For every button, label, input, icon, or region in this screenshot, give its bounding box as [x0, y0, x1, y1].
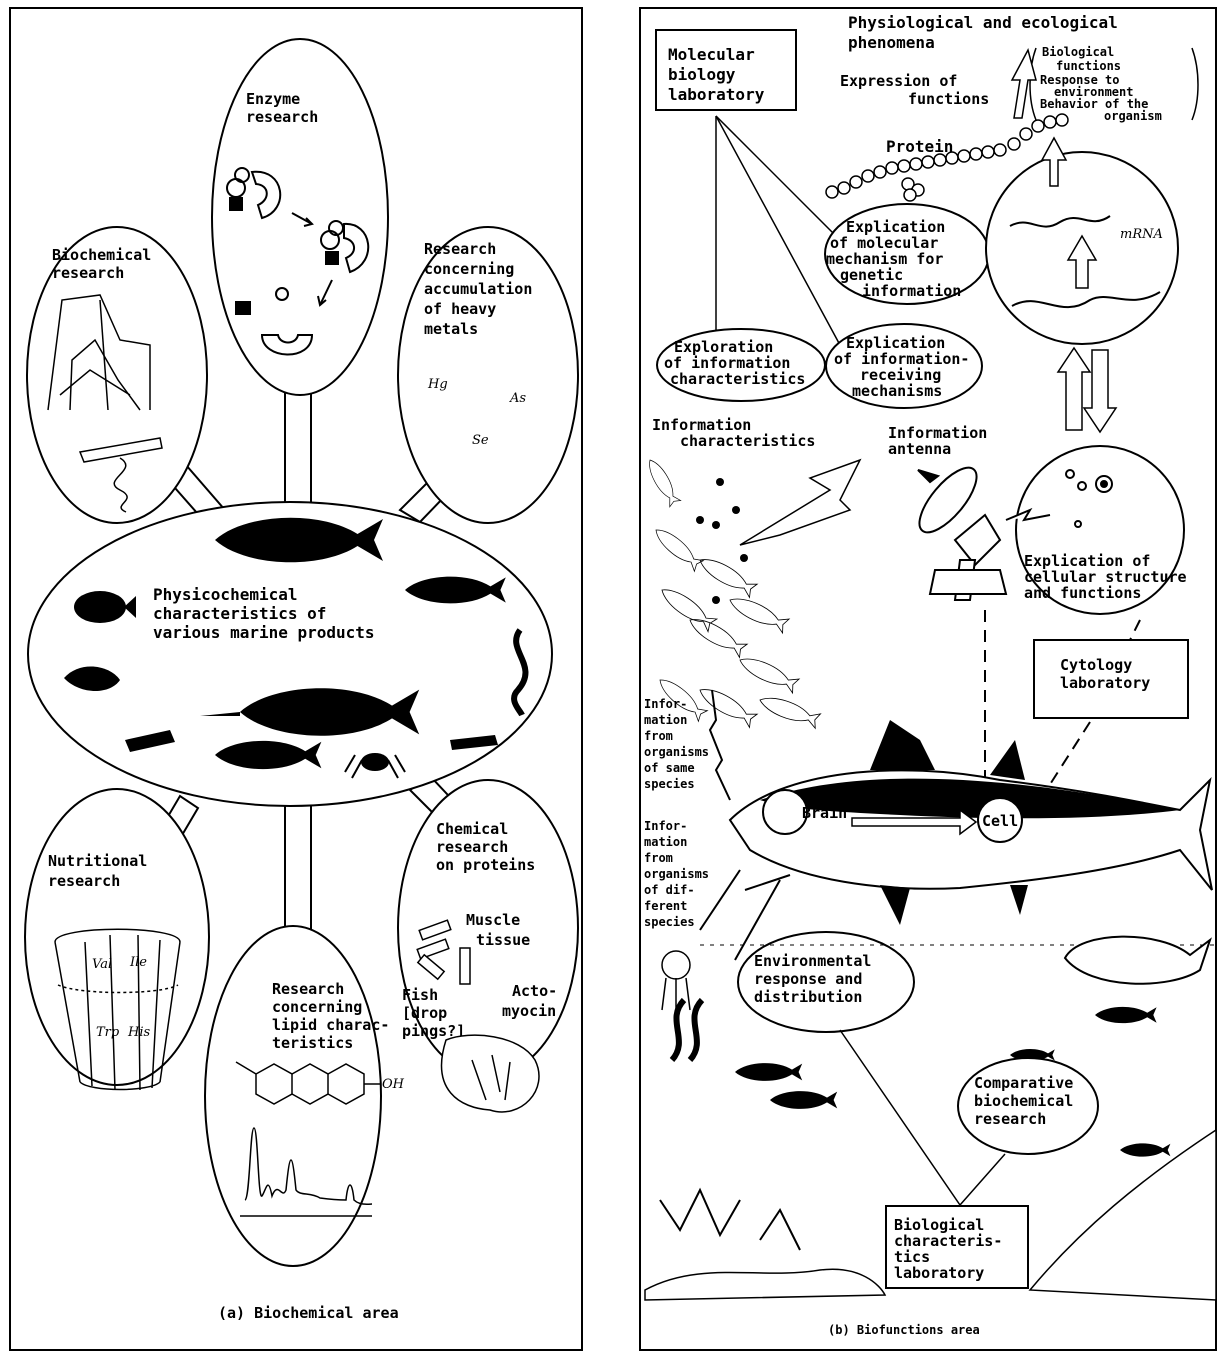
cell-label: Cell	[982, 812, 1018, 830]
antenna-label: Information antenna	[888, 424, 996, 458]
panel-a-caption: (a) Biochemical area	[218, 1304, 399, 1322]
info-particles	[696, 478, 748, 604]
brain-label: Brain	[802, 804, 847, 822]
brain-circle	[763, 790, 807, 834]
aa-val: Val	[92, 957, 112, 972]
info-characteristics-label: Information characteristics	[652, 416, 815, 450]
panel-b-caption: (b) Biofunctions area	[828, 1323, 980, 1337]
environmental-label: Environmental response and distribution	[754, 952, 880, 1006]
metal-se: Se	[472, 433, 489, 448]
whale-icon	[1065, 937, 1210, 984]
oh-label: OH	[382, 1077, 405, 1092]
signal-zigzag	[740, 460, 860, 545]
antenna-icon	[910, 459, 1006, 600]
molecular-lab-lines	[716, 116, 840, 345]
aa-his: His	[127, 1025, 150, 1040]
nutritional-oval	[25, 789, 209, 1085]
crab-icon	[361, 753, 389, 771]
protein-label: Protein	[886, 137, 953, 156]
mrna-label: mRNA	[1120, 227, 1163, 242]
down-arrow	[1084, 350, 1116, 432]
jellyfish-icon	[662, 951, 690, 979]
diff-species-label: Infor- mation from organisms of dif- fer…	[644, 819, 716, 929]
cytology-lab-label: Cytology laboratory	[1060, 656, 1150, 692]
biological-functions-list: Biological functions Response to environ…	[1040, 45, 1162, 123]
aa-trp: Trp	[96, 1025, 120, 1040]
same-species-label: Infor- mation from organisms of same spe…	[644, 697, 716, 791]
enzyme-label: Enzyme research	[246, 90, 318, 126]
metal-hg: Hg	[427, 377, 448, 392]
lipid-label: Research concerning lipid charac- terist…	[272, 980, 398, 1052]
flatfish-icon	[74, 591, 126, 623]
metal-as: As	[509, 391, 526, 406]
expression-label: Expression of functions	[840, 72, 989, 108]
lipid-oval	[205, 926, 381, 1266]
up-arrow	[1058, 348, 1090, 430]
fish-school	[644, 457, 820, 729]
aa-ile: Ile	[129, 955, 147, 970]
